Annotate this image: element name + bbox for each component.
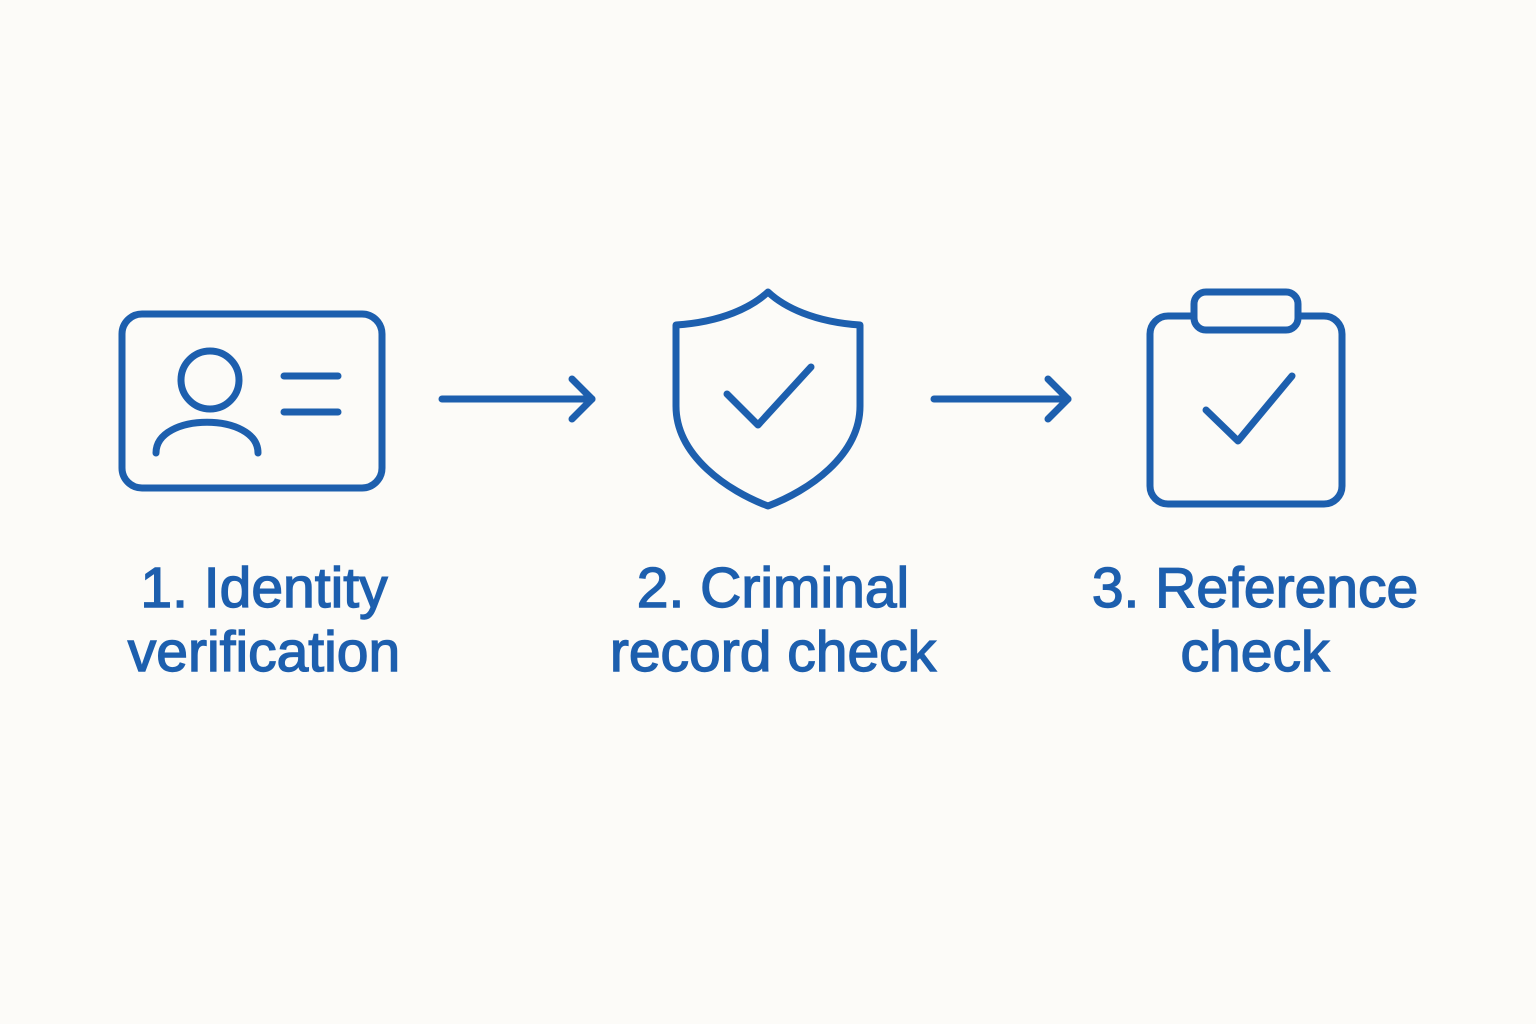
step-3-label-line2: check: [1180, 619, 1330, 684]
id-card-icon: [116, 308, 388, 494]
step-2-label-line1: 2. Criminal: [636, 555, 910, 620]
step-3-label-line1: 3. Reference: [1091, 555, 1419, 620]
step-label-reference-check: 3. Reference check: [1045, 555, 1465, 684]
step-label-identity-verification: 1. Identity verification: [64, 555, 464, 684]
step-2-label-line2: record check: [609, 619, 937, 684]
shield-check-icon: [668, 286, 868, 512]
arrow-right-icon: [436, 374, 600, 424]
clipboard-check-icon: [1142, 286, 1350, 512]
step-1-label-line1: 1. Identity: [140, 555, 389, 620]
step-1-label-line2: verification: [127, 619, 401, 684]
step-label-criminal-record-check: 2. Criminal record check: [563, 555, 983, 684]
arrow-right-icon: [928, 374, 1078, 424]
